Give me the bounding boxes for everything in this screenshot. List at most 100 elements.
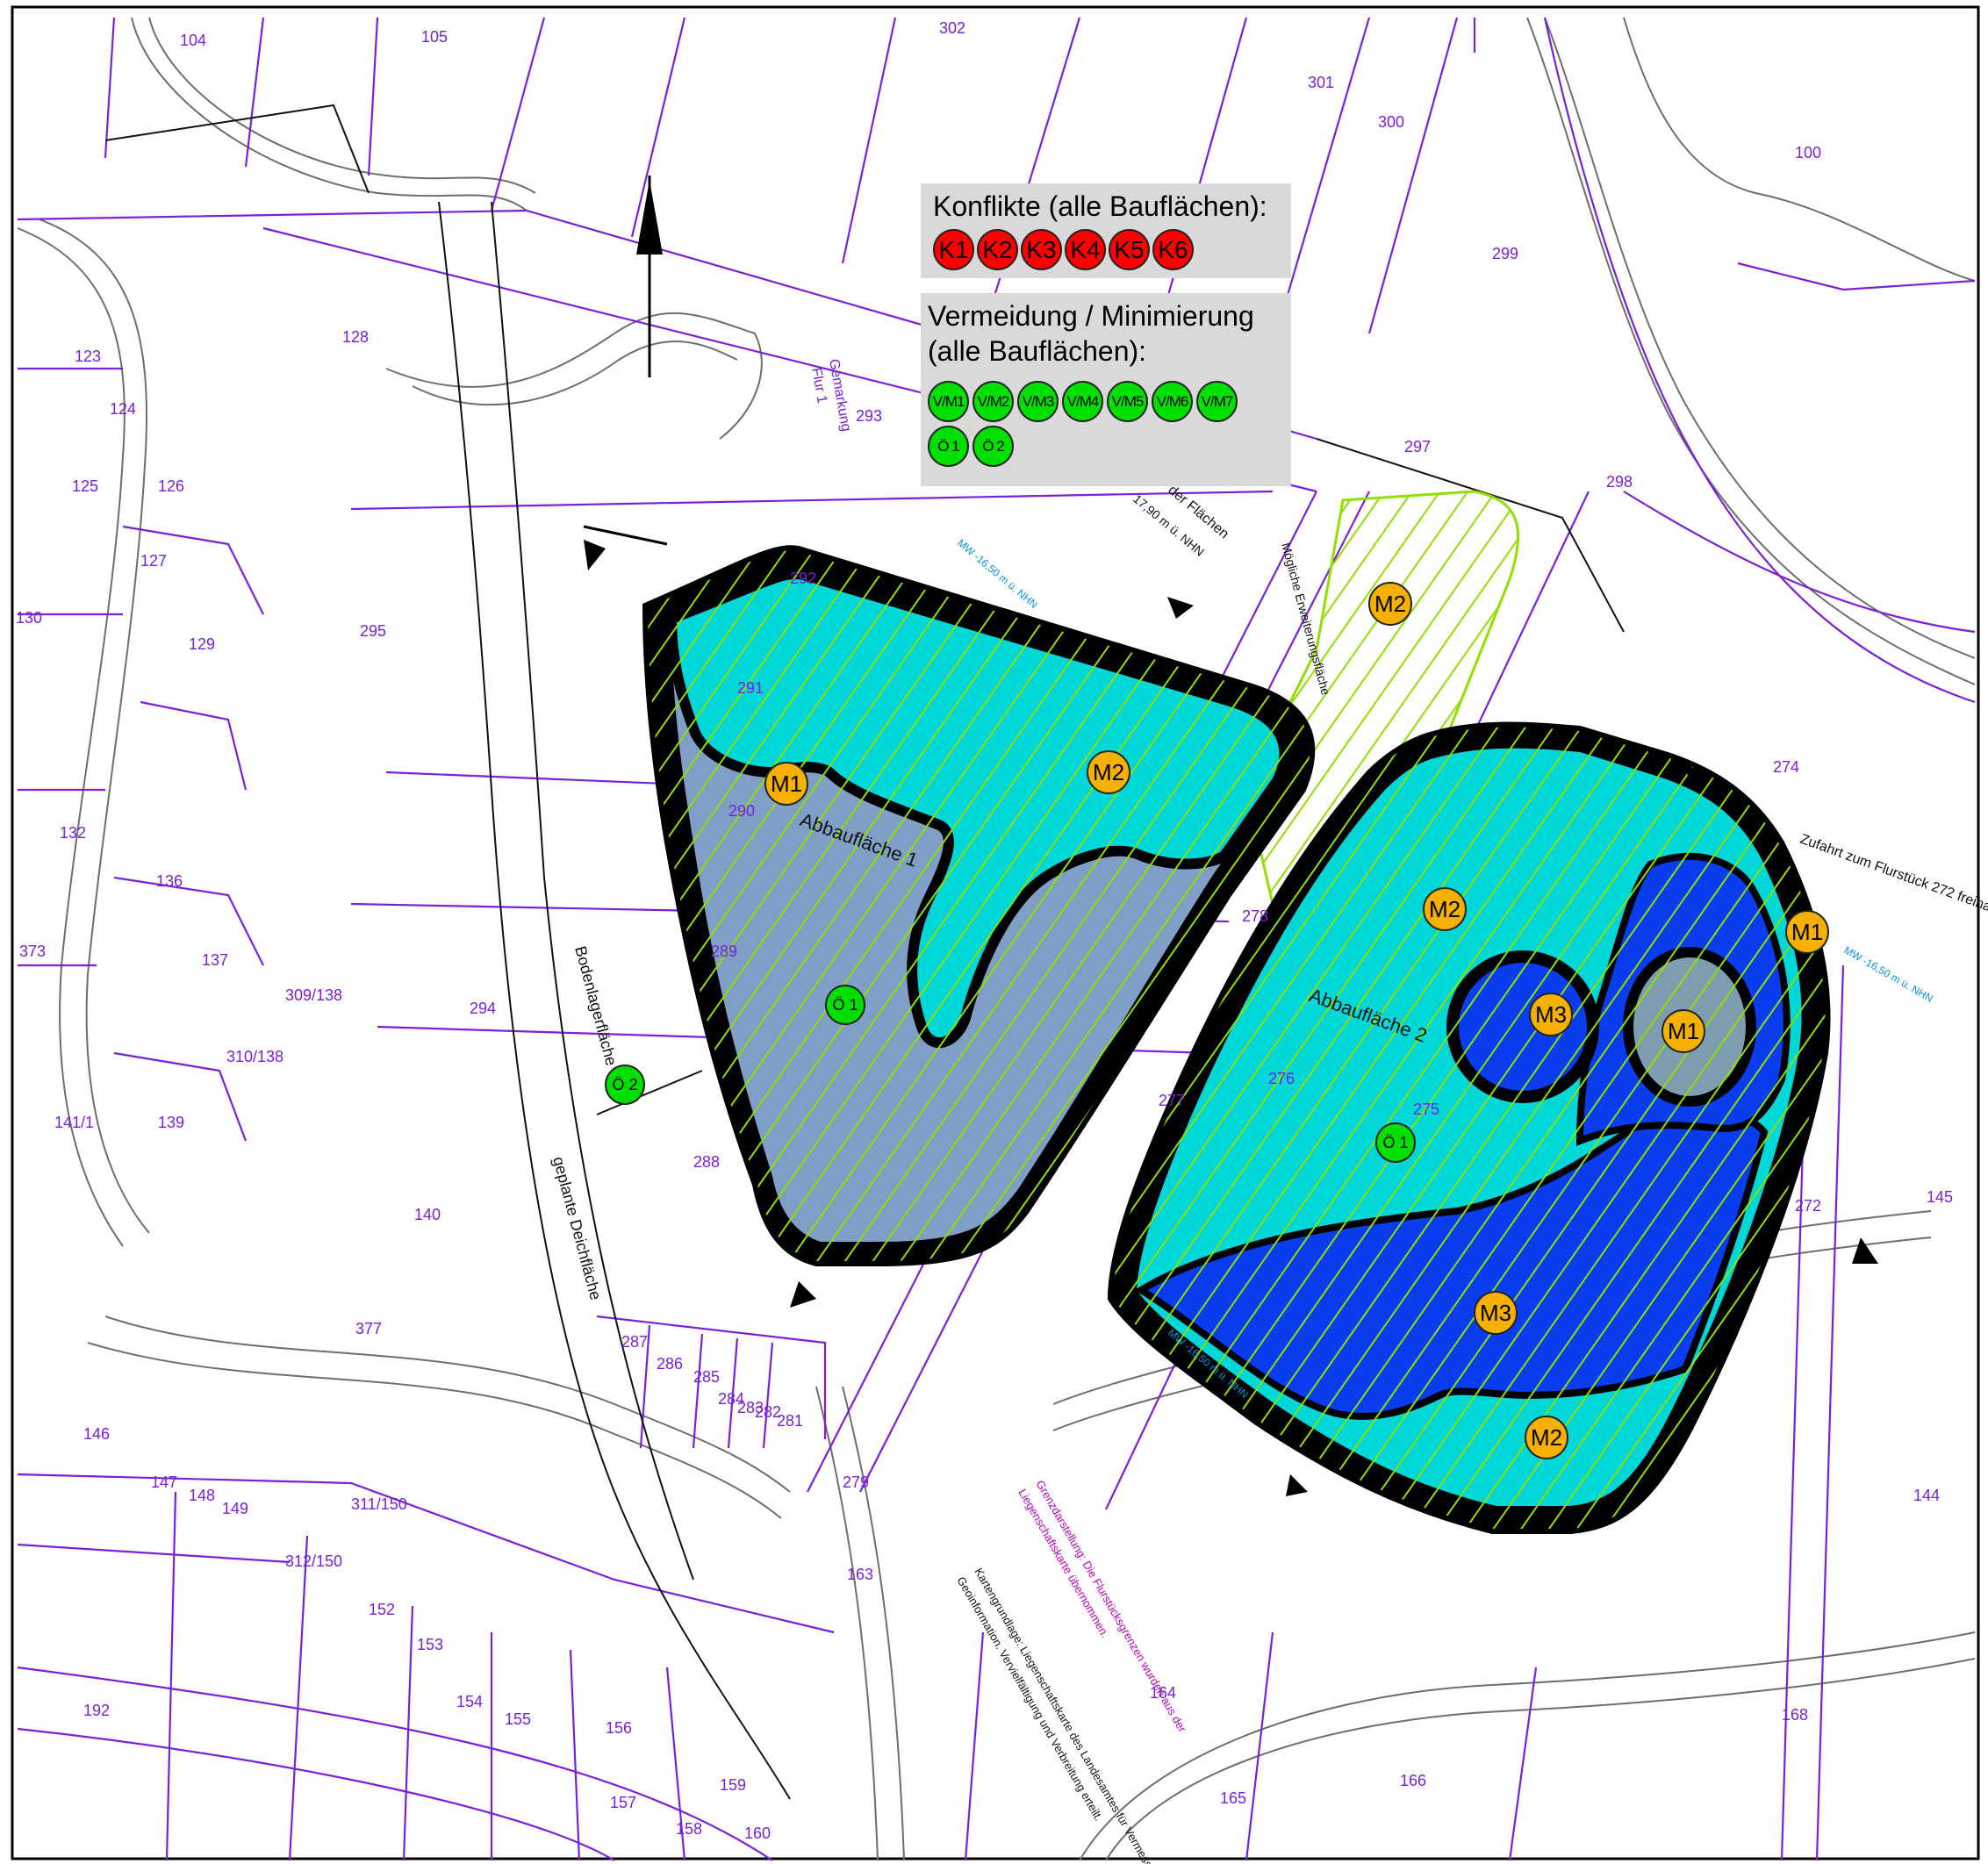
- marker-m1: M1: [1785, 910, 1829, 954]
- svg-text:M3: M3: [1480, 1300, 1511, 1326]
- conflict-chip: K5: [1109, 229, 1150, 270]
- section-markers: [583, 525, 1878, 1496]
- parcel-number: 124: [110, 400, 136, 418]
- conflict-chip: K4: [1065, 229, 1106, 270]
- parcel-number: 165: [1220, 1789, 1246, 1807]
- marker-m2: M2: [1423, 887, 1467, 931]
- parcel-number: 132: [60, 824, 86, 842]
- parcel-number: 300: [1378, 113, 1404, 131]
- parcel-number: 312/150: [285, 1552, 342, 1570]
- parcel-number: 302: [939, 19, 965, 37]
- parcel-number: 288: [693, 1153, 720, 1171]
- marker-o2: Ö 2: [605, 1065, 645, 1105]
- parcel-number: 278: [1242, 907, 1268, 925]
- marker-o1: Ö 1: [1375, 1122, 1416, 1163]
- parcel-labels: 104 105 302 301 300 299 100 128 123 124 …: [16, 19, 1953, 1842]
- parcel-number: 276: [1268, 1070, 1295, 1087]
- parcel-number: 292: [790, 570, 816, 587]
- svg-text:Ö 1: Ö 1: [832, 996, 858, 1014]
- parcel-number: 126: [158, 477, 184, 495]
- parcel-number: 152: [369, 1601, 395, 1618]
- parcel-number: 377: [355, 1320, 382, 1337]
- parcel-number: 291: [737, 679, 764, 697]
- mitigation-chip: V/M3: [1017, 381, 1059, 422]
- parcel-number: 156: [606, 1719, 632, 1737]
- parcel-number: 279: [843, 1473, 869, 1491]
- svg-text:M2: M2: [1093, 759, 1124, 785]
- mitigation-legend: Vermeidung / Minimierung (alle Baufläche…: [921, 293, 1291, 486]
- parcel-number: 136: [156, 872, 183, 890]
- parcel-number: 275: [1413, 1100, 1439, 1118]
- parcel-number: 284: [718, 1390, 744, 1408]
- parcel-number: 159: [720, 1776, 746, 1794]
- svg-text:Ö 2: Ö 2: [612, 1076, 637, 1093]
- parcel-number: 100: [1795, 144, 1821, 161]
- conflict-chip: K1: [933, 229, 974, 270]
- north-arrow-icon: [636, 176, 663, 377]
- parcel-number: 294: [470, 1000, 496, 1017]
- marker-m3: M3: [1529, 993, 1573, 1036]
- marker-m2: M2: [1368, 582, 1412, 626]
- parcel-number: 293: [856, 407, 882, 425]
- parcel-number: 164: [1150, 1684, 1176, 1702]
- parcel-number: 310/138: [226, 1048, 283, 1065]
- parcel-number: 311/150: [351, 1495, 407, 1513]
- parcel-number: 290: [728, 802, 755, 820]
- svg-text:M1: M1: [771, 771, 802, 797]
- parcel-number: 141/1: [54, 1114, 94, 1131]
- parcel-number: 145: [1927, 1188, 1953, 1206]
- marker-m1: M1: [764, 762, 808, 806]
- parcel-number: 105: [421, 28, 448, 46]
- marker-o1: Ö 1: [825, 985, 865, 1025]
- parcel-number: 146: [83, 1425, 110, 1443]
- parcel-number: 157: [610, 1794, 636, 1811]
- parcel-number: 286: [657, 1355, 683, 1373]
- parcel-number: 130: [16, 609, 42, 627]
- parcel-number: 283: [737, 1399, 764, 1416]
- survey-lines: [104, 104, 1625, 1800]
- svg-text:Ö 1: Ö 1: [1382, 1134, 1408, 1151]
- measure-markers: M1 M2 M2 Ö 1 Ö 2 M2 M3 M1 M1 Ö 1 M3 M2: [605, 582, 1829, 1459]
- parcel-number: 148: [189, 1487, 215, 1504]
- svg-text:M2: M2: [1374, 591, 1406, 617]
- svg-text:M1: M1: [1668, 1018, 1699, 1044]
- mitigation-chip: V/M6: [1152, 381, 1193, 422]
- flur-label: Flur 1: [808, 367, 829, 405]
- parcel-number: 140: [414, 1206, 441, 1223]
- parcel-number: 285: [693, 1368, 720, 1386]
- parcel-number: 287: [621, 1333, 648, 1351]
- svg-text:M1: M1: [1791, 919, 1823, 945]
- conflict-chip: K3: [1021, 229, 1062, 270]
- parcel-number: 154: [456, 1693, 483, 1710]
- mitigation-chip: V/M5: [1107, 381, 1148, 422]
- parcel-number: 166: [1400, 1772, 1426, 1789]
- eco-chip: Ö 1: [928, 426, 969, 467]
- parcel-number: 168: [1782, 1706, 1808, 1724]
- svg-text:M2: M2: [1531, 1424, 1562, 1451]
- mitigation-chip: V/M1: [928, 381, 969, 422]
- parcel-number: 298: [1606, 473, 1633, 491]
- marker-m1: M1: [1661, 1009, 1705, 1053]
- parcel-number: 272: [1795, 1197, 1821, 1215]
- mitigation-title-2: (alle Bauflächen):: [928, 335, 1147, 367]
- svg-text:M2: M2: [1429, 896, 1460, 922]
- conflicts-title: Konflikte (alle Bauflächen):: [933, 190, 1267, 222]
- marker-m3: M3: [1474, 1291, 1518, 1335]
- conflict-chip: K2: [977, 229, 1018, 270]
- extraction-area-west: [642, 545, 1316, 1266]
- conflict-chip: K6: [1152, 229, 1194, 270]
- parcel-number: 153: [417, 1636, 443, 1653]
- parcel-number: 309/138: [285, 986, 342, 1004]
- parcel-number: 137: [202, 951, 228, 969]
- parcel-number: 295: [360, 622, 386, 640]
- parcel-number: 149: [222, 1500, 248, 1517]
- parcel-number: 297: [1404, 438, 1431, 455]
- parcel-number: 123: [75, 348, 101, 365]
- parcel-number: 155: [505, 1710, 531, 1728]
- mitigation-chip: V/M2: [972, 381, 1014, 422]
- marker-m2: M2: [1087, 750, 1130, 794]
